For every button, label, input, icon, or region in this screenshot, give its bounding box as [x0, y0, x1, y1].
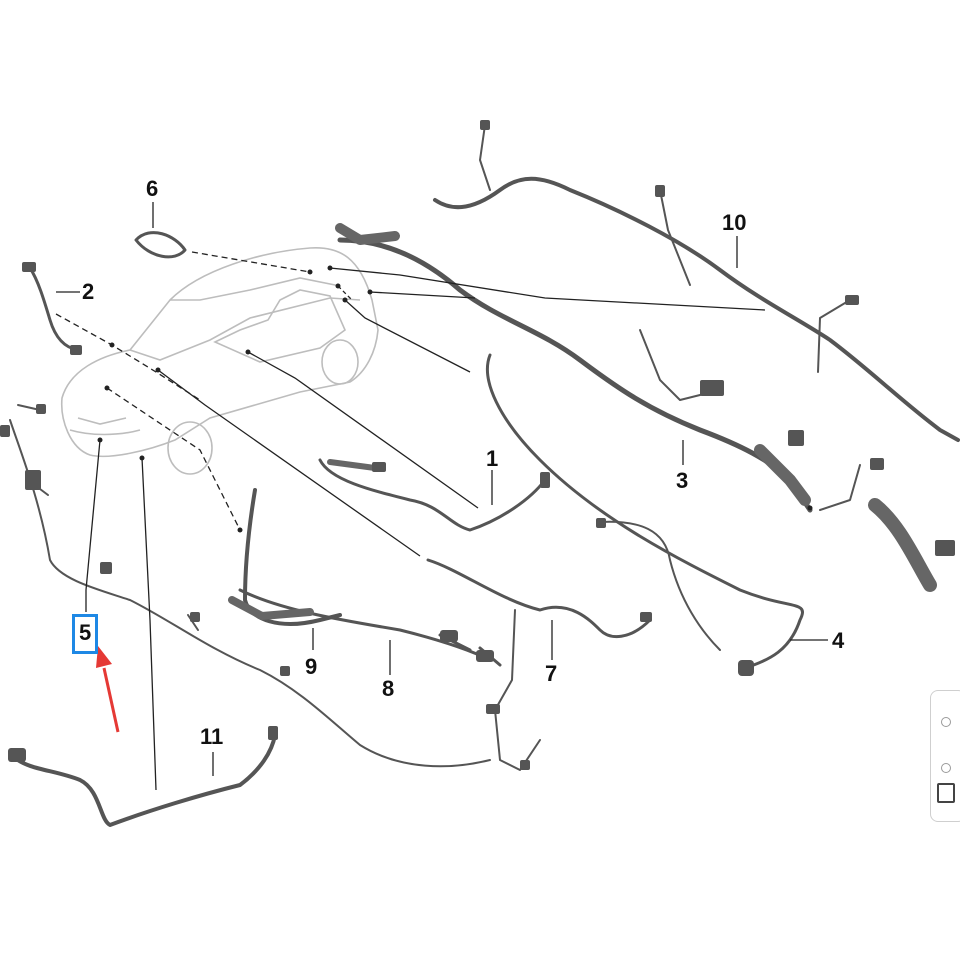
leader-lines: [55, 202, 828, 791]
harness-6: [134, 231, 187, 259]
callout-9: 9: [305, 654, 318, 679]
side-panel-widget[interactable]: [930, 690, 960, 822]
callout-7: 7: [545, 661, 558, 686]
callout-2: 2: [82, 279, 95, 304]
callout-5-highlight: [72, 614, 98, 654]
connectors: [0, 120, 955, 770]
callout-6: 6: [146, 176, 159, 201]
callout-5: 5: [79, 620, 92, 645]
callout-4: 4: [832, 628, 845, 653]
callout-3: 3: [676, 468, 689, 493]
leader-dots: [97, 265, 813, 533]
harness-11: [13, 733, 277, 827]
callout-8: 8: [382, 676, 395, 701]
side-panel-dot[interactable]: [941, 763, 951, 773]
harness-8: [238, 588, 492, 662]
harness-1: [318, 458, 547, 532]
harness-9: [243, 488, 342, 626]
harness-4: [485, 353, 804, 670]
callout-11: 11: [200, 724, 224, 749]
callout-1: 1: [486, 446, 499, 471]
harness-7: [426, 558, 652, 639]
harness-10: [433, 176, 960, 442]
red-arrow: [96, 646, 120, 733]
callout-10: 10: [722, 210, 747, 235]
car-outline: [60, 247, 379, 475]
harness-5: [9, 419, 491, 768]
harness-strokes: [9, 124, 960, 827]
harness-3: [337, 237, 813, 513]
side-panel-dot[interactable]: [941, 717, 951, 727]
harness-2: [28, 266, 80, 352]
side-panel-icon[interactable]: [937, 783, 955, 803]
